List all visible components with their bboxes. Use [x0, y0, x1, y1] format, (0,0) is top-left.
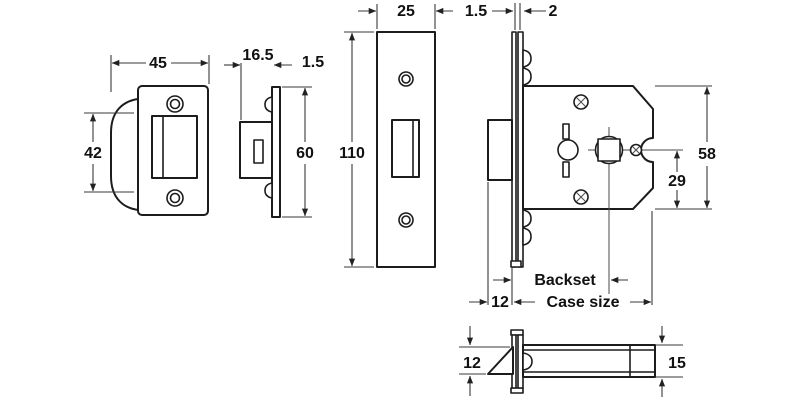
latch-faceplate-cap — [510, 387, 524, 394]
latch-bolt-side-view — [487, 329, 656, 394]
dim-latch-projection: 12 — [491, 294, 509, 311]
latch-bolt-front — [487, 119, 513, 181]
screw-hole-icon — [401, 74, 411, 84]
latch-bolt-side-dimensions: 12 15 — [459, 326, 686, 397]
dim-case-size-label: Case size — [547, 294, 620, 311]
strike-plate-side-view — [239, 86, 281, 218]
dim-strike-box-depth: 16.5 — [242, 47, 273, 64]
dim-case-height: 58 — [698, 146, 716, 163]
dim-backset-label: Backset — [534, 272, 596, 289]
strike-spring-tab — [264, 182, 273, 199]
case-clip-tab — [522, 209, 532, 228]
case-clip-tab — [522, 227, 532, 246]
faceplate-front-view — [376, 31, 436, 268]
dim-strike-plate-thickness: 1.5 — [302, 54, 324, 71]
strike-plate-side-dimensions: 16.5 1.5 60 — [224, 46, 324, 218]
case-slot — [562, 123, 570, 140]
dim-spindle-to-bottom: 29 — [668, 173, 686, 190]
dim-latch-height: 15 — [668, 355, 686, 372]
strike-plate-lip — [110, 98, 139, 211]
screw-hole-icon — [169, 98, 181, 110]
latch-bevel-tip — [487, 346, 514, 375]
dim-strike-lip-height: 42 — [84, 145, 102, 162]
case-clip-tab — [522, 67, 532, 86]
faceplate-end-cap — [510, 260, 522, 268]
strike-plate-side-bar — [271, 86, 281, 218]
case-slot — [562, 161, 570, 178]
dim-case-faceplate-thickness: 1.5 — [465, 3, 487, 20]
lock-case-view — [487, 31, 683, 294]
case-round-hole — [557, 139, 579, 161]
dim-strike-height: 60 — [296, 145, 314, 162]
faceplate-latch-opening — [391, 119, 420, 178]
strike-latch-opening — [151, 115, 198, 179]
strike-spring-tab — [264, 96, 273, 113]
lock-case-dimensions: 1.5 2 58 29 Backset 12 Case size — [465, 3, 716, 311]
dim-faceplate-height: 110 — [339, 145, 365, 162]
screw-hole-icon — [169, 192, 181, 204]
faceplate-front-dimensions: 25 110 — [339, 3, 453, 268]
screw-hole-icon — [401, 215, 411, 225]
dim-case-inner-plate-thickness: 2 — [549, 3, 558, 20]
strike-keeper-slot — [253, 139, 264, 164]
dim-faceplate-width: 25 — [397, 3, 415, 20]
spindle-square-hole — [597, 138, 621, 162]
strike-plate-front-dimensions: 45 42 — [84, 55, 210, 193]
dim-strike-width: 45 — [149, 55, 167, 72]
case-clip-tab — [522, 49, 532, 68]
strike-plate-front-view — [110, 85, 209, 216]
latch-retainer-tab — [522, 352, 533, 371]
latch-faceplate-cap — [510, 329, 524, 336]
dim-latch-projection-side: 12 — [463, 355, 481, 372]
